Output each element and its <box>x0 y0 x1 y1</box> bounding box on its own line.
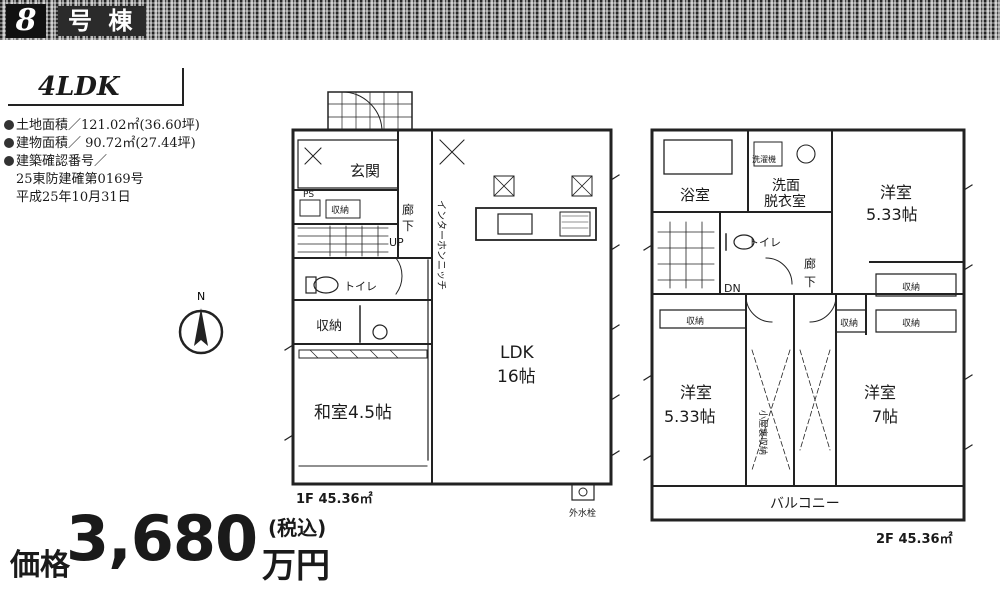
intercom-niche-label: インターホンニッチ <box>435 200 447 290</box>
price-unit: 万円 <box>262 546 330 586</box>
compass-label: N <box>197 290 205 303</box>
north-compass-icon: N <box>178 290 224 355</box>
room-ldk-size: 16帖 <box>497 367 536 387</box>
layout-underline <box>8 104 183 106</box>
room-western-sw-size: 5.33帖 <box>664 407 716 426</box>
room-washroom-1: 洗面 <box>772 178 800 194</box>
room-ldk: LDK <box>500 343 535 363</box>
layout-type: 4LDK <box>38 72 120 102</box>
permit-date: 平成25年10月31日 <box>16 190 131 205</box>
closet-label-2: 収納 <box>902 281 920 293</box>
price-value: 3,680 <box>66 502 258 575</box>
room-hall-2f-a: 廊 <box>804 256 816 271</box>
spec-permit: 建築確認番号／ <box>4 150 107 169</box>
washing-machine-label: 洗濯機 <box>752 154 776 164</box>
room-toilet-2f: トイレ <box>748 236 781 249</box>
room-bath: 浴室 <box>680 186 710 204</box>
room-western-ne: 洋室 <box>880 183 912 202</box>
floor1-area: 1F 45.36㎡ <box>296 492 373 507</box>
stairs-down-label: DN <box>724 282 741 295</box>
balcony-label: バルコニー <box>770 496 840 512</box>
spec-building-area: 建物面積／ 90.72㎡(27.44坪) <box>4 132 196 151</box>
floor2-area: 2F 45.36㎡ <box>876 532 953 547</box>
outdoor-faucet-label: 外水栓 <box>569 507 596 519</box>
room-western-sw: 洋室 <box>680 383 712 402</box>
permit-number: 25東防建確第0169号 <box>16 172 144 187</box>
room-ps: PS <box>303 190 314 200</box>
closet-label-1: 収納 <box>686 315 704 327</box>
spec-land-area: 土地面積／121.02㎡(36.60坪) <box>4 114 200 133</box>
room-hall-1f-a: 廊 <box>402 202 414 217</box>
price-tax-note: (税込) <box>268 516 327 540</box>
floor1-plan <box>284 91 620 501</box>
room-hall-2f-b: 下 <box>804 275 816 289</box>
room-toilet-1f: トイレ <box>344 280 377 293</box>
room-western-se-size: 7帖 <box>872 407 898 426</box>
room-storage-1f: 収納 <box>316 319 342 334</box>
room-japanese: 和室4.5帖 <box>314 403 392 423</box>
room-western-se: 洋室 <box>864 383 896 402</box>
room-western-ne-size: 5.33帖 <box>866 205 918 224</box>
bullet-icon <box>4 120 14 130</box>
building-number-badge: 8 <box>6 4 46 38</box>
header-band <box>0 0 1000 40</box>
closet-label-4: 収納 <box>902 317 920 329</box>
room-hall-1f-b: 下 <box>402 219 414 233</box>
bullet-icon <box>4 156 14 166</box>
layout-divider <box>182 68 184 106</box>
room-washroom-2: 脱衣室 <box>764 193 806 210</box>
closet-label-3: 収納 <box>840 317 858 329</box>
stairs-up-label: UP <box>389 236 404 249</box>
bullet-icon <box>4 138 14 148</box>
attic-storage-label: 小屋裏収納 <box>757 410 769 455</box>
room-entrance: 玄関 <box>350 162 380 180</box>
floor2-plan <box>643 128 973 522</box>
price-label: 価格 <box>10 548 70 583</box>
room-storage-small: 収納 <box>331 204 349 216</box>
building-label: 号 棟 <box>58 6 147 36</box>
